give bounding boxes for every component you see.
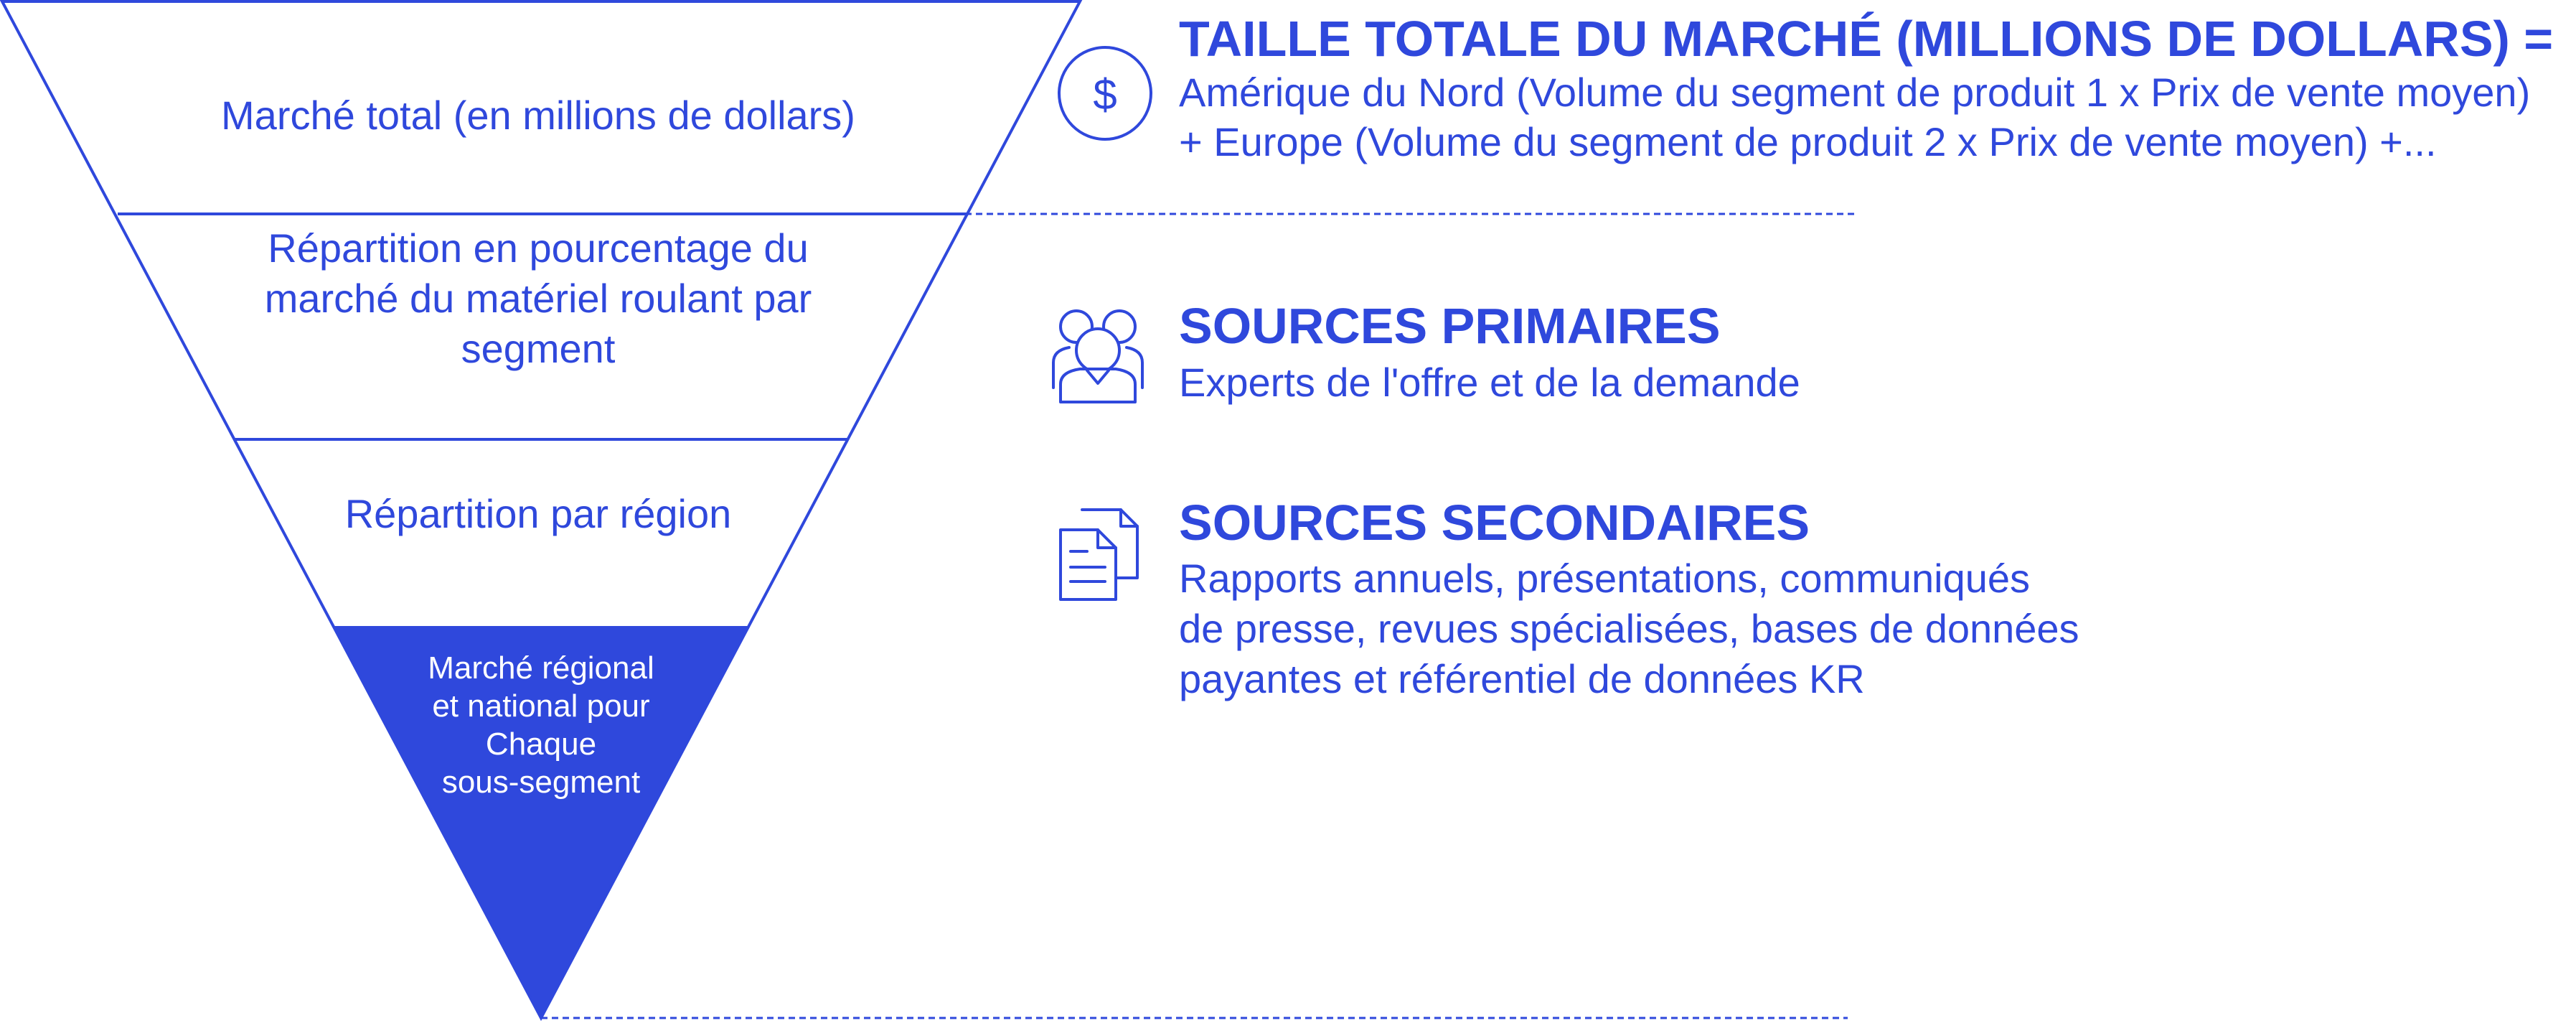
section-secondary-sources: SOURCES SECONDAIRES Rapports annuels, pr…: [1179, 495, 2079, 701]
tier-4-line-3: Chaque: [486, 727, 596, 762]
section-primary-sources: SOURCES PRIMAIRES Experts de l'offre et …: [1179, 298, 1800, 405]
funnel-outline: [0, 0, 1083, 1022]
tier-4-line-1: Marché régional: [428, 650, 654, 686]
section-total-market-line-2: + Europe (Volume du segment de produit 2…: [1179, 119, 2437, 164]
tier-4-line-4: sous-segment: [442, 765, 640, 800]
documents-icon: [1059, 508, 1139, 601]
funnel: [0, 0, 1083, 1022]
section-secondary-sources-line-1: Rapports annuels, présentations, communi…: [1179, 556, 2030, 601]
funnel-bottom-tier-fill: [332, 626, 750, 1018]
funnel-tier-1-label: Marché total (en millions de dollars): [221, 93, 855, 138]
section-primary-sources-line-1: Experts de l'offre et de la demande: [1179, 360, 1800, 405]
funnel-tier-4-label: Marché régional et national pour Chaque …: [428, 650, 654, 800]
section-primary-sources-heading: SOURCES PRIMAIRES: [1179, 298, 1721, 354]
dollar-circle-icon: $: [1058, 46, 1152, 141]
section-total-market-line-1: Amérique du Nord (Volume du segment de p…: [1179, 70, 2530, 115]
funnel-tier-2-label: Répartition en pourcentage du marché du …: [265, 225, 812, 371]
section-total-market-heading: TAILLE TOTALE DU MARCHÉ (MILLIONS DE DOL…: [1179, 11, 2553, 67]
tier-2-line-2: marché du matériel roulant par: [265, 276, 812, 321]
section-secondary-sources-line-3: payantes et référentiel de données KR: [1179, 656, 1865, 701]
svg-text:$: $: [1093, 70, 1117, 118]
section-secondary-sources-line-2: de presse, revues spécialisées, bases de…: [1179, 606, 2079, 651]
tier-4-line-2: et national pour: [432, 688, 649, 724]
section-secondary-sources-heading: SOURCES SECONDAIRES: [1179, 495, 1810, 551]
funnel-tier-3-label: Répartition par région: [345, 491, 732, 536]
tier-1-line-1: Marché total (en millions de dollars): [221, 93, 855, 138]
section-total-market: TAILLE TOTALE DU MARCHÉ (MILLIONS DE DOL…: [1179, 11, 2553, 164]
tier-2-line-1: Répartition en pourcentage du: [268, 225, 808, 271]
people-group-icon: [1052, 309, 1144, 403]
tier-2-line-3: segment: [461, 326, 616, 371]
tier-3-line-1: Répartition par région: [345, 491, 732, 536]
